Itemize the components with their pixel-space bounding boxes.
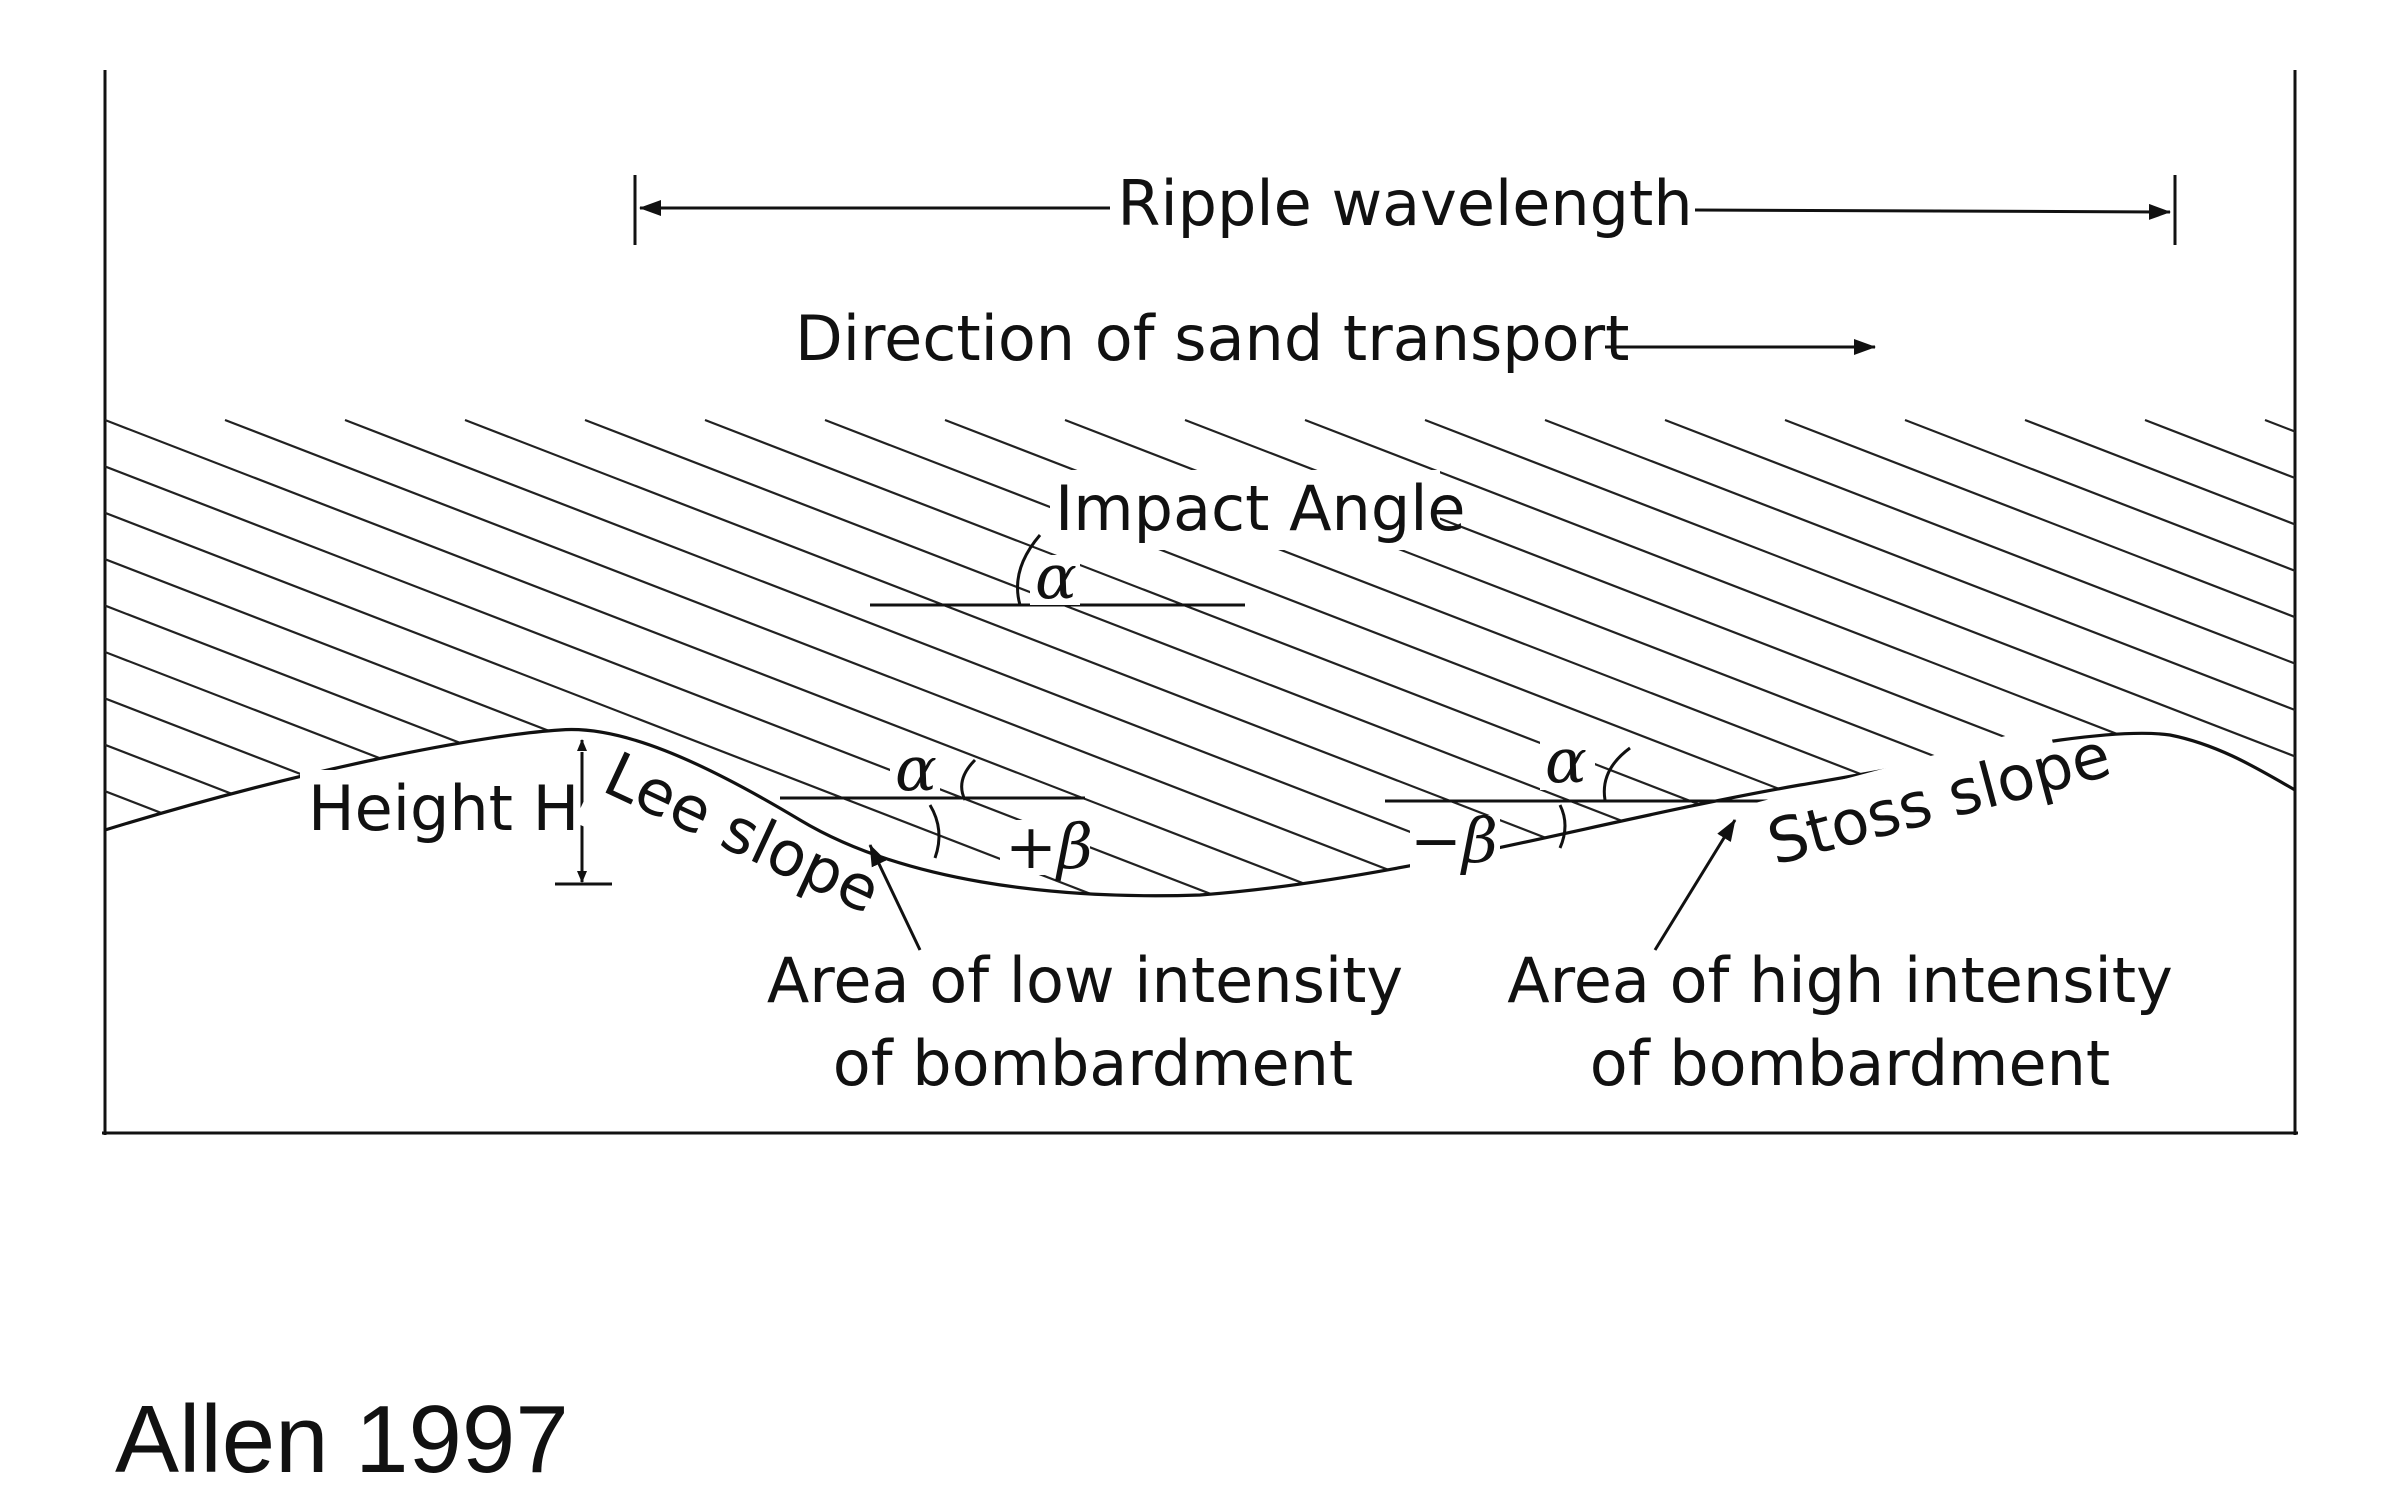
hatch-line — [105, 418, 406, 896]
alpha-symbol-lee: α — [895, 732, 937, 805]
high-intensity-pointer — [1653, 819, 1737, 951]
hatch-line — [1664, 418, 2295, 896]
hatch-line — [105, 418, 526, 896]
hatch-line — [0, 420, 45, 1000]
hatch-line — [105, 418, 1246, 896]
hatch-line — [2264, 418, 2295, 896]
hatch-line — [105, 418, 1486, 896]
low-intensity-label-line1: Area of low intensity — [767, 944, 1403, 1017]
impact-angle-label: Impact Angle — [1055, 472, 1466, 545]
alpha-symbol-stoss: α — [1545, 724, 1587, 797]
hatch-line — [2024, 418, 2295, 896]
direction-of-transport-label: Direction of sand transport — [795, 302, 1629, 375]
figure-caption: Allen 1997 — [115, 1386, 569, 1493]
hatch-line — [1784, 418, 2295, 896]
hatch-line — [105, 418, 286, 896]
hatch-line — [105, 418, 646, 896]
hatch-line — [584, 418, 2086, 896]
hatch-line — [105, 418, 766, 896]
ripple-surface — [104, 727, 2296, 898]
hatch-line — [1904, 418, 2295, 896]
hatch-line — [105, 418, 886, 896]
hatch-line — [105, 418, 1366, 896]
high-intensity-label-line2: of bombardment — [1590, 1027, 2110, 1100]
hatch-line — [704, 418, 2206, 896]
hatch-line — [1304, 418, 2295, 896]
hatch-line — [1424, 418, 2295, 896]
hatch-line — [224, 418, 1726, 896]
minus-beta-symbol: −β — [1410, 804, 1498, 877]
low-intensity-label-line2: of bombardment — [833, 1027, 1353, 1100]
hatch-line — [344, 418, 1846, 896]
ripple-wavelength-label: Ripple wavelength — [1117, 167, 1692, 240]
height-label: Height H — [308, 772, 579, 845]
hatch-line — [2385, 420, 2392, 1000]
stoss-slope-label: Stoss slope — [1760, 718, 2118, 879]
alpha-symbol-top: α — [1035, 540, 1077, 613]
hatch-line — [105, 418, 1126, 896]
lee-angle-marker — [780, 758, 1085, 859]
plus-beta-symbol: +β — [1005, 810, 1093, 883]
hatch-line — [2144, 418, 2295, 896]
hatch-line — [464, 418, 1966, 896]
high-intensity-label-line1: Area of high intensity — [1507, 944, 2173, 1017]
ripple-wavelength-dimension — [633, 175, 2177, 245]
hatch-line — [105, 418, 1006, 896]
low-intensity-pointer — [868, 844, 922, 951]
hatch-line — [105, 418, 1606, 896]
frame — [102, 70, 2298, 1135]
hatch-line — [1544, 418, 2295, 896]
stoss-angle-marker — [1385, 746, 1775, 849]
hatch-line — [105, 418, 166, 896]
